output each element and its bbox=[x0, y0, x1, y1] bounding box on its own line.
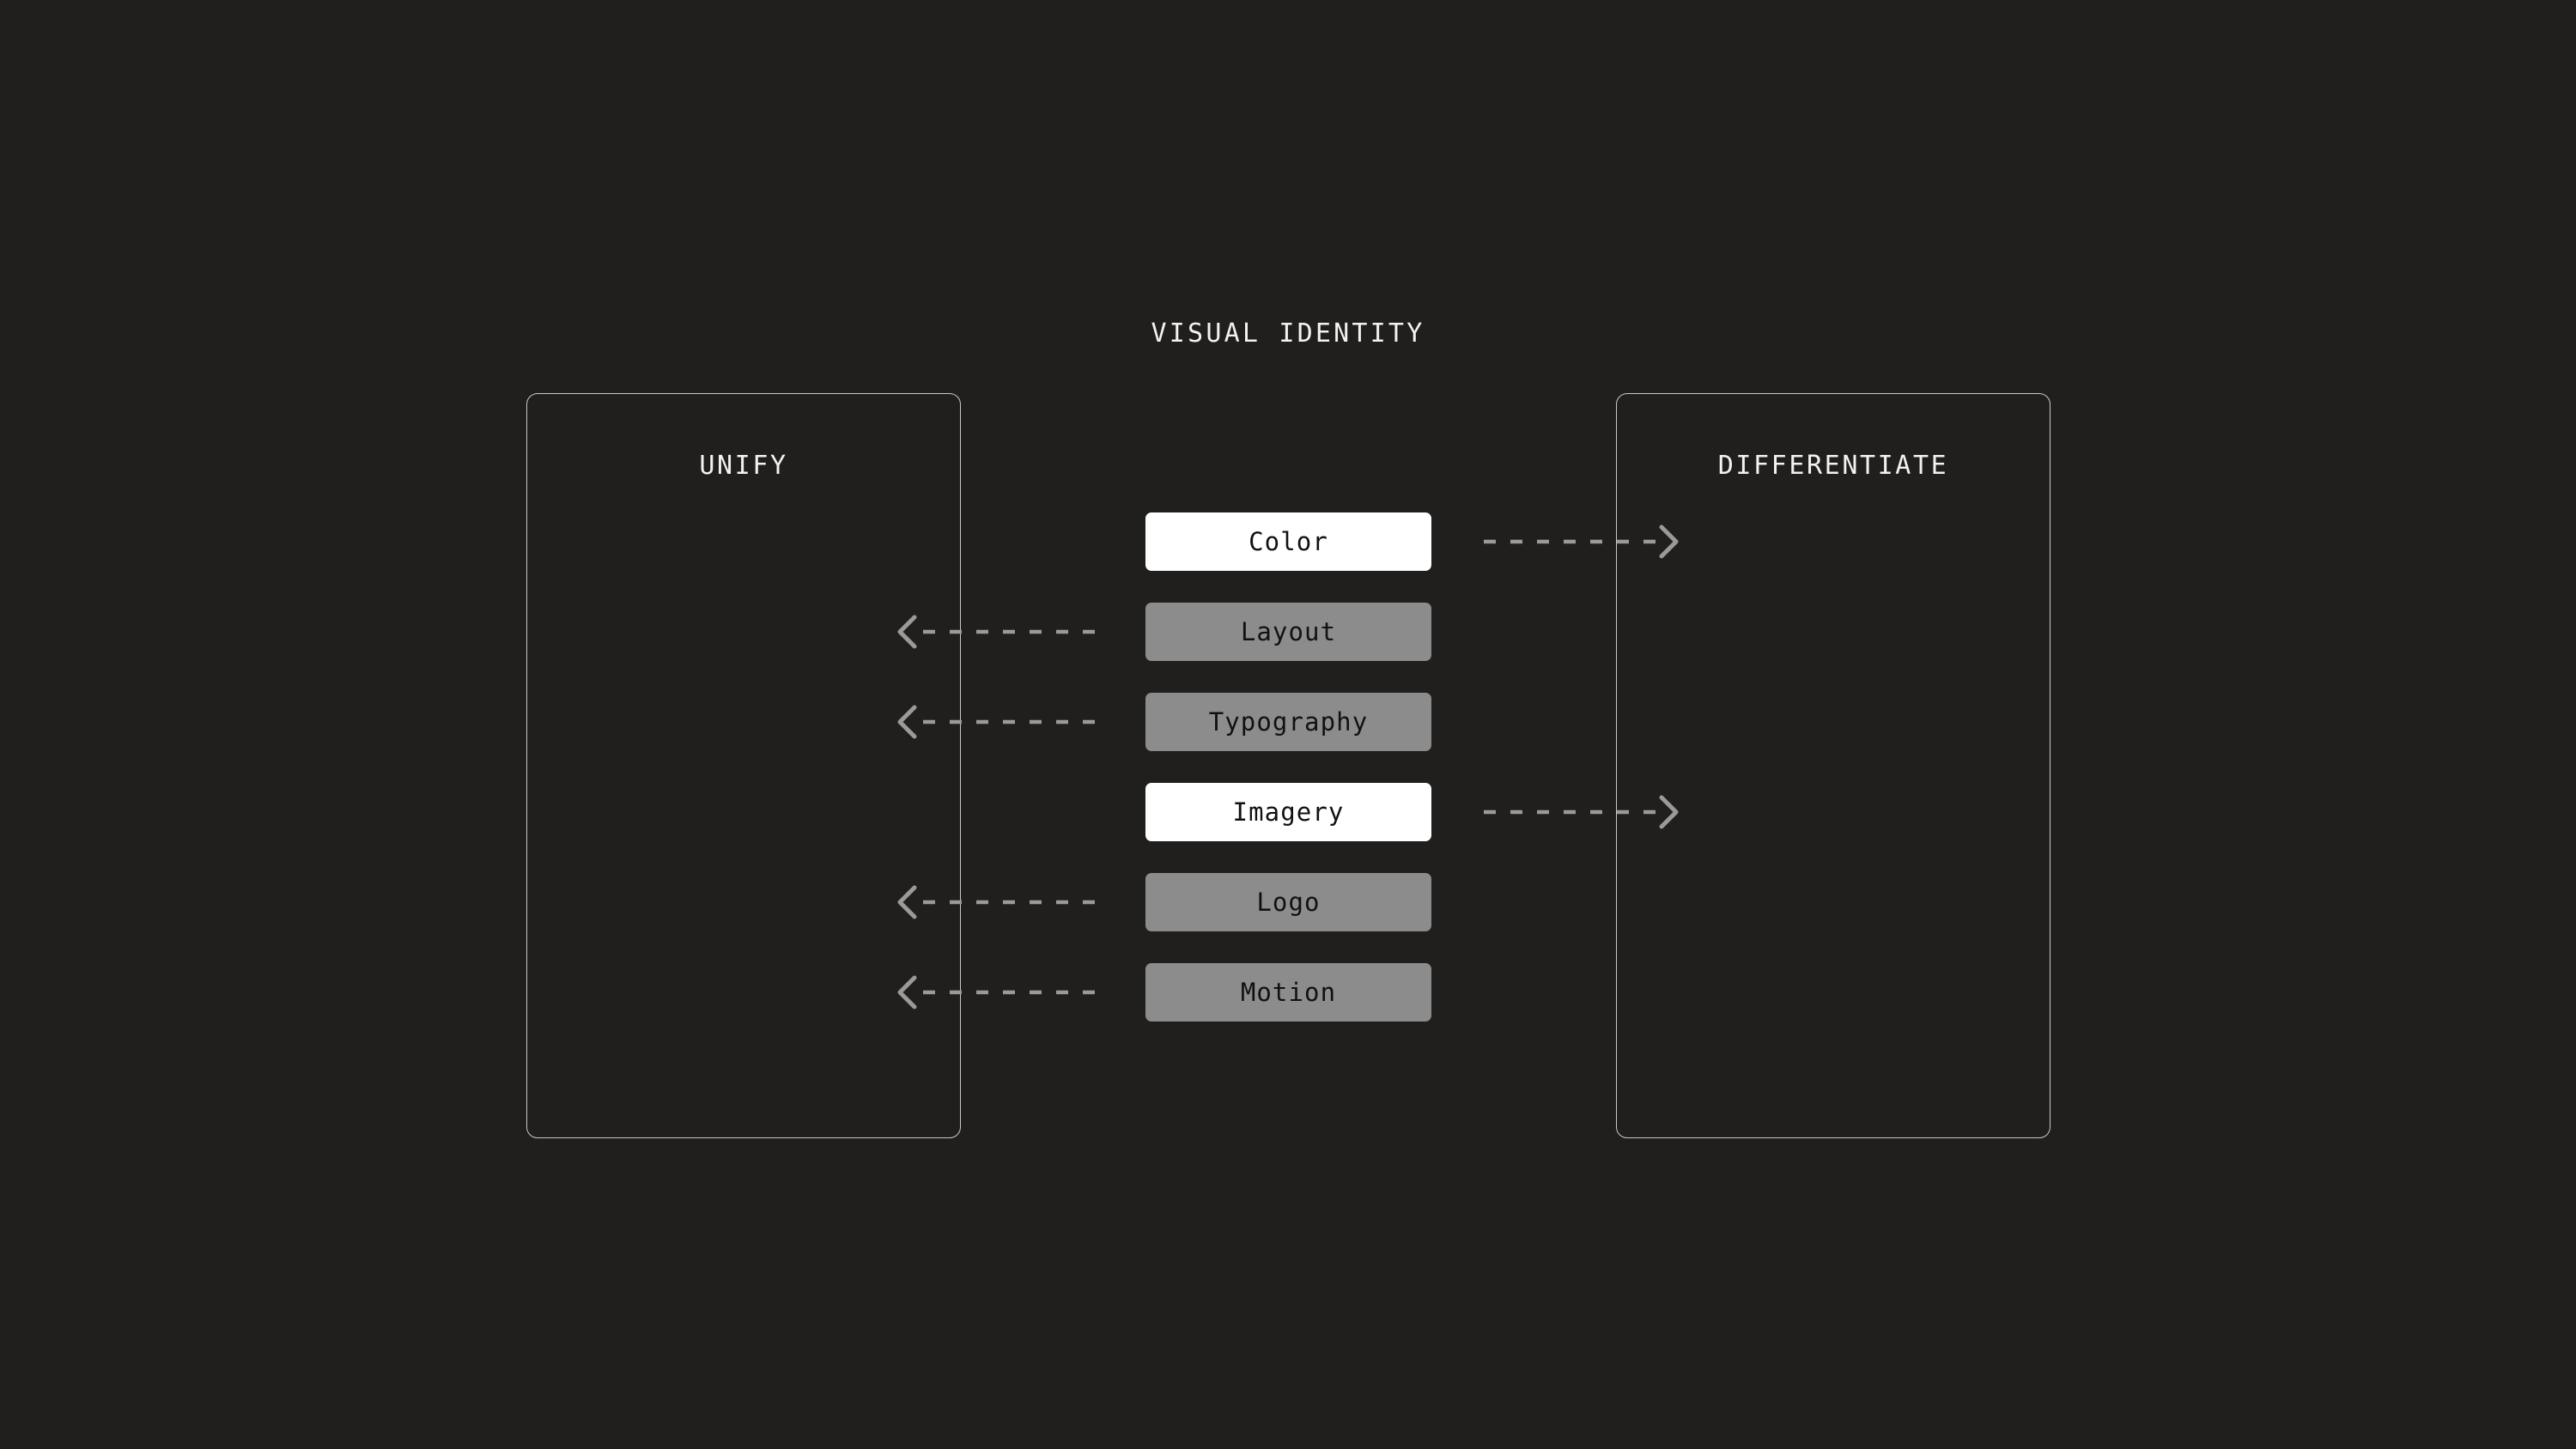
page-title: VISUAL IDENTITY bbox=[1151, 318, 1425, 349]
pill-label: Motion bbox=[1240, 977, 1337, 1007]
pill-label: Logo bbox=[1256, 887, 1321, 917]
pill-color[interactable]: Color bbox=[1145, 512, 1431, 571]
pill-imagery[interactable]: Imagery bbox=[1145, 783, 1431, 841]
pill-label: Imagery bbox=[1232, 797, 1345, 827]
panel-unify bbox=[526, 393, 961, 1138]
pill-motion[interactable]: Motion bbox=[1145, 963, 1431, 1022]
pill-label: Layout bbox=[1240, 616, 1337, 646]
panel-differentiate-label: DIFFERENTIATE bbox=[1717, 451, 1949, 481]
pill-layout[interactable]: Layout bbox=[1145, 603, 1431, 661]
pill-label: Typography bbox=[1208, 706, 1369, 737]
pill-typography[interactable]: Typography bbox=[1145, 693, 1431, 751]
panel-differentiate bbox=[1616, 393, 2050, 1138]
panel-unify-label: UNIFY bbox=[699, 451, 788, 481]
pill-logo[interactable]: Logo bbox=[1145, 873, 1431, 931]
pill-label: Color bbox=[1249, 526, 1328, 556]
attribute-pill-stack: Color Layout Typography Imagery Logo Mot… bbox=[1145, 512, 1431, 1022]
